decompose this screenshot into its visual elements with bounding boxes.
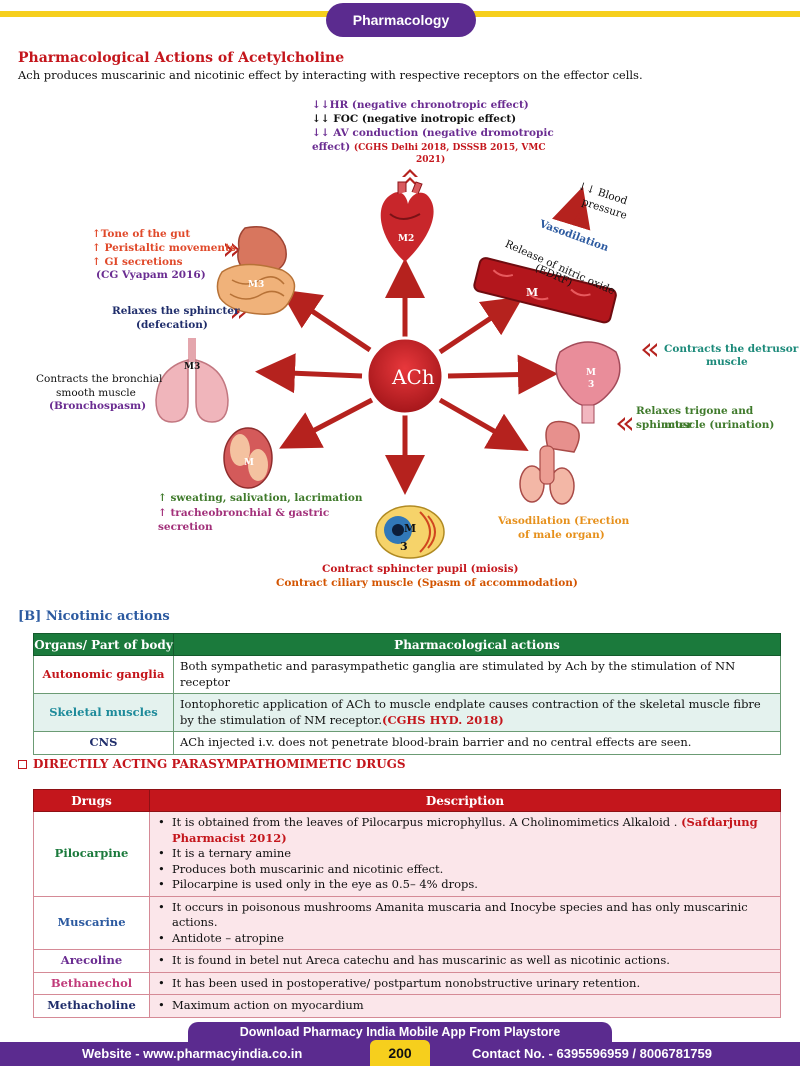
drug-description: Maximum action on myocardium [149,994,781,1018]
table-header-description: Description [149,789,781,812]
exam-ref: (CGHS HYD. 2018) [382,712,504,727]
drug-name: Muscarine [33,895,150,951]
male-erection: of male organ) [518,529,605,541]
bladder-detrusor: Contracts the detrusor [664,343,799,355]
eye-accommodation: Contract ciliary muscle (Spasm of accomm… [276,577,578,589]
ach-action-diagram [155,169,657,559]
heart-icon [380,181,434,262]
bladder-receptor-sub: 3 [588,380,595,390]
exam-ref: (Safdarjung Pharmacist 2012) [172,815,758,845]
organ-cell: Skeletal muscles [33,693,174,733]
list-item: Maximum action on myocardium [156,998,774,1014]
drug-name: Methacholine [33,994,150,1018]
list-item: It occurs in poisonous mushrooms Amanita… [156,900,774,931]
list-item: It is found in betel nut Areca catechu a… [156,953,774,969]
heart-hr-effect: ↓↓HR (negative chronotropic effect) [312,99,529,111]
eye-receptor-sub: 3 [400,540,408,553]
gland-secretion: secretion [158,521,213,533]
table-header-row: Organs/ Part of body Pharmacological act… [33,633,781,656]
gut-sphincter: Relaxes the sphincter [112,305,240,317]
heart-exam-ref: 2021) [416,155,446,165]
eye-miosis: Contract sphincter pupil (miosis) [322,563,519,575]
organ-cell: Autonomic ganglia [33,654,174,695]
heart-av-effect: ↓↓ AV conduction (negative dromotropic [312,127,554,139]
lung-smooth-muscle: smooth muscle [56,387,136,399]
table-row: Muscarine It occurs in poisonous mushroo… [33,895,781,951]
gut-exam-ref: (CG Vyapam 2016) [96,269,206,281]
drug-description: It is obtained from the leaves of Piloca… [149,811,781,897]
page-number: 200 [370,1040,430,1066]
table-row: Autonomic ganglia Both sympathetic and p… [33,654,781,695]
footer-website[interactable]: Website - www.pharmacyindia.co.in [82,1046,303,1061]
gut-peristalsis: ↑ Peristaltic movements [92,242,236,254]
glands-icon [223,427,273,489]
intro-text: Ach produces muscarinic and nicotinic ef… [18,68,643,82]
page-title: Pharmacological Actions of Acetylcholine [18,50,345,66]
bladder-urination: muscle (urination) [664,419,775,431]
action-cell: Both sympathetic and parasympathetic gan… [173,654,781,695]
table-row: Skeletal muscles Iontophoretic applicati… [33,693,781,733]
action-cell: ACh injected i.v. does not penetrate blo… [173,731,781,755]
gland-sweating: ↑ sweating, salivation, lacrimation [158,492,363,504]
ach-center-node [365,336,445,416]
heart-receptor: M2 [398,234,415,244]
stomach-gut-icon [216,226,296,315]
table-header-drugs: Drugs [33,789,150,812]
action-cell: Iontophoretic application of ACh to musc… [173,693,781,733]
bladder-trigone: Relaxes trigone and sphincter [636,405,754,431]
gut-tone: ↑Tone of the gut [92,228,191,240]
drug-description: It occurs in poisonous mushrooms Amanita… [149,895,781,951]
list-item: It is obtained from the leaves of Piloca… [156,815,774,846]
male-vasodilation: Vasodilation (Erection [498,515,630,527]
footer-contact: Contact No. - 6395596959 / 8006781759 [472,1046,712,1061]
table-header-action: Pharmacological actions [173,633,781,656]
footer-download-banner[interactable]: Download Pharmacy India Mobile App From … [188,1022,612,1042]
table-row: Pilocarpine It is obtained from the leav… [33,811,781,897]
lung-bronchial: Contracts the bronchial [36,373,163,385]
lung-bronchospasm: (Bronchospasm) [49,400,147,412]
lungs-icon [155,338,229,423]
bladder-icon [555,341,621,424]
vessel-receptor: M [526,286,539,299]
gland-tracheobronchial: ↑ tracheobronchial & gastric [158,507,330,519]
drug-name: Bethanechol [33,971,150,996]
heart-foc-effect: ↓↓ FOC (negative inotropic effect) [312,113,517,125]
bladder-receptor: M [586,368,596,378]
gland-receptor: M [244,458,254,468]
table-header-organ: Organs/ Part of body [33,633,174,656]
eye-receptor: M [404,522,417,535]
drug-name: Arecoline [33,949,150,973]
table-row: Bethanechol It has been used in postoper… [33,971,781,996]
drugs-section-title: DIRECTILY ACTING PARASYMPATHOMIMETIC DRU… [18,757,406,771]
gut-receptor: M3 [248,280,265,290]
nicotinic-section-title: [B] Nicotinic actions [18,609,170,624]
list-item: It is a ternary amine [156,846,774,862]
subject-tag: Pharmacology [326,3,476,37]
checkbox-square-icon [18,760,27,769]
drugs-table: Drugs Description Pilocarpine It is obta… [33,789,781,1018]
drug-name: Pilocarpine [33,811,150,897]
table-row: Methacholine Maximum action on myocardiu… [33,994,781,1018]
bladder-muscle: muscle [706,356,748,368]
list-item: It has been used in postoperative/ postp… [156,976,774,992]
gut-defecation: (defecation) [136,319,208,331]
heart-av-effect-cont: effect) (CGHS Delhi 2018, DSSSB 2015, VM… [312,141,546,153]
lung-receptor: M3 [184,362,201,372]
ach-center-label: ACh [392,365,435,389]
drug-description: It has been used in postoperative/ postp… [149,971,781,996]
table-row: Arecoline It is found in betel nut Areca… [33,949,781,973]
blood-vessel-icon [473,257,617,324]
gut-secretions: ↑ GI secretions [92,256,183,268]
male-reproductive-icon [519,420,580,505]
drug-description: It is found in betel nut Areca catechu a… [149,949,781,973]
nicotinic-table: Organs/ Part of body Pharmacological act… [33,633,781,755]
table-header-row: Drugs Description [33,789,781,812]
list-item: Produces both muscarinic and nicotinic e… [156,862,774,878]
list-item: Antidote – atropine [156,931,774,947]
eye-icon [375,505,445,559]
organ-cell: CNS [33,731,174,755]
list-item: Pilocarpine is used only in the eye as 0… [156,877,774,893]
table-row: CNS ACh injected i.v. does not penetrate… [33,731,781,755]
